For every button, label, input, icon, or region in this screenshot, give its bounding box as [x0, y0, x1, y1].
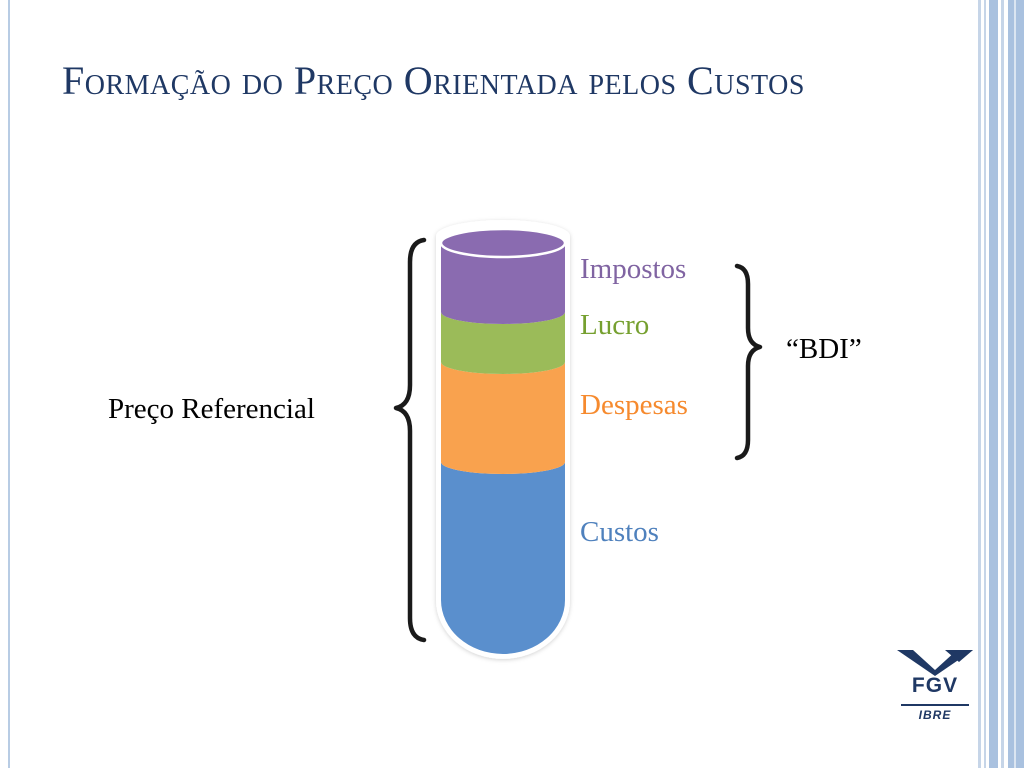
label-lucro: Lucro [580, 309, 649, 341]
left-border-line [8, 0, 10, 768]
left-brace [393, 237, 427, 643]
right-brace [734, 263, 763, 461]
logo-fgv-text: FGV [911, 674, 959, 697]
segment-lucro [441, 312, 565, 374]
label-preco-referencial: Preço Referencial [108, 393, 315, 425]
segment-despesas [441, 362, 565, 474]
right-border-stripe [978, 0, 981, 768]
logo-divider [901, 704, 969, 706]
right-border-stripe [1008, 0, 1024, 768]
fgv-chevron-icon [897, 650, 973, 676]
label-impostos: Impostos [580, 253, 686, 285]
segment-custos [441, 462, 565, 654]
label-bdi: “BDI” [786, 333, 862, 365]
logo-ibre-text: IBRE [918, 708, 952, 722]
fgv-ibre-logo: FGV IBRE [895, 648, 975, 730]
label-despesas: Despesas [580, 389, 688, 421]
right-border-stripe [1001, 0, 1004, 768]
right-border-stripe [1014, 0, 1016, 768]
right-border-stripe [984, 0, 986, 768]
cylinder-top-rim [439, 227, 567, 259]
cylinder-top-cap [441, 229, 565, 257]
right-border-stripe [989, 0, 998, 768]
segment-impostos [441, 243, 565, 324]
label-custos: Custos [580, 516, 659, 548]
slide-title: Formação do Preço Orientada pelos Custos [62, 58, 805, 103]
